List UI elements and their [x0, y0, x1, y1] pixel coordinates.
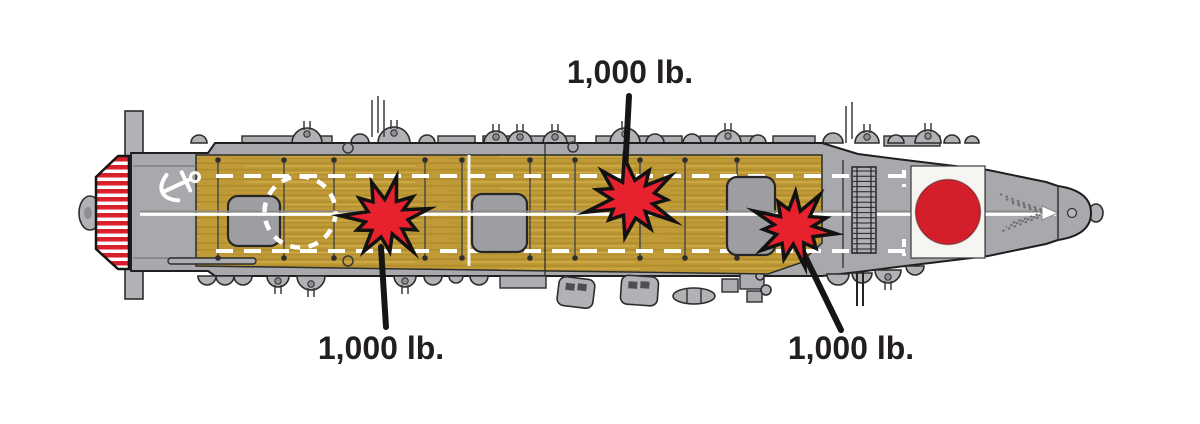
bow-stripe: [96, 189, 129, 194]
gun-mount: [303, 130, 311, 138]
gun-mount: [551, 133, 559, 141]
wire-end: [215, 255, 221, 261]
explosion-icon: [745, 185, 845, 276]
wire-end: [331, 157, 337, 163]
walkway: [499, 275, 547, 289]
wire-end: [734, 255, 740, 261]
gun-mount: [863, 133, 871, 141]
bow-nub-detail: [84, 207, 92, 219]
gun-tub: [887, 134, 905, 144]
gun-tubs-bottom: [197, 265, 925, 297]
gun-tub: [469, 275, 489, 286]
bow-stripe: [96, 181, 129, 186]
explosion-icon: [576, 150, 684, 244]
bow-stripe: [96, 173, 129, 178]
machinery: [721, 278, 739, 293]
wire-end: [527, 157, 533, 163]
bow-stripe: [96, 221, 129, 226]
gun-tub: [448, 275, 464, 284]
explosion-markers: [330, 150, 845, 276]
gun-mount: [401, 277, 409, 285]
wire-end: [734, 157, 740, 163]
gun-tub: [682, 133, 702, 144]
flight-deck: [94, 141, 1078, 276]
wire-end: [422, 157, 428, 163]
gun-tub: [233, 275, 253, 286]
callout-line: [800, 249, 844, 333]
bow-stripe: [96, 213, 129, 218]
gun-tub: [215, 275, 235, 286]
bow-stripe: [96, 237, 129, 242]
antenna-masts: [371, 96, 853, 143]
gun-mount: [884, 273, 892, 281]
wire-end: [459, 255, 465, 261]
wire-end: [637, 157, 643, 163]
boat: [556, 275, 596, 310]
deck-ladder-track: [851, 166, 877, 254]
wire-end: [281, 255, 287, 261]
gun-tub: [822, 132, 844, 144]
bomb-weight-label: 1,000 lb.: [317, 330, 445, 366]
gun-tub: [418, 134, 436, 144]
bow-stripe: [96, 229, 129, 234]
gun-mount: [516, 133, 524, 141]
gun-tub: [964, 135, 980, 144]
wire-end: [527, 255, 533, 261]
gun-mount: [924, 132, 932, 140]
wire-end: [572, 157, 578, 163]
gun-tub: [423, 275, 443, 286]
machinery: [746, 290, 763, 303]
bow-stripe: [96, 165, 129, 170]
hinomaru-icon: [914, 178, 982, 246]
gun-mount: [307, 280, 315, 288]
gun-tub: [197, 275, 217, 286]
wire-end: [637, 255, 643, 261]
small-boat: [672, 287, 716, 305]
gun-tub: [645, 133, 665, 144]
boats-and-sponsons: [499, 270, 864, 310]
anchor-icon: [159, 170, 202, 203]
boat: [619, 274, 660, 307]
gun-tub: [905, 265, 925, 276]
wire-end: [682, 255, 688, 261]
wire-end: [682, 157, 688, 163]
bow-stripes: [94, 154, 131, 271]
stern-fitting: [1066, 207, 1078, 219]
gun-tubs-top: [190, 120, 980, 144]
wire-end: [215, 157, 221, 163]
bow-stripe: [96, 205, 129, 210]
elevator-forward: [226, 194, 282, 248]
gun-mount: [724, 132, 732, 140]
deck-spar: [167, 257, 257, 265]
arrow-head: [1041, 205, 1060, 221]
turning-circle-marking: [262, 174, 338, 250]
bow-stripe: [96, 245, 129, 250]
gun-tub: [943, 134, 961, 144]
elevator-midship: [470, 192, 529, 254]
wire-end: [422, 255, 428, 261]
explosion-icon: [330, 169, 438, 260]
wire-end: [572, 255, 578, 261]
gun-tub: [190, 134, 208, 144]
bomb-weight-label: 1,000 lb.: [566, 54, 694, 90]
bow-stripe: [96, 197, 129, 202]
wire-end: [459, 157, 465, 163]
wire-end: [331, 255, 337, 261]
bow-stripe: [96, 253, 129, 258]
bomb-weight-label: 1,000 lb.: [787, 330, 915, 366]
gun-mount: [390, 129, 398, 137]
gun-mount: [274, 277, 282, 285]
gun-tub: [350, 133, 370, 144]
callout-line: [378, 244, 389, 330]
wire-end: [281, 157, 287, 163]
gun-mount: [492, 133, 500, 141]
gun-tub: [826, 273, 850, 286]
